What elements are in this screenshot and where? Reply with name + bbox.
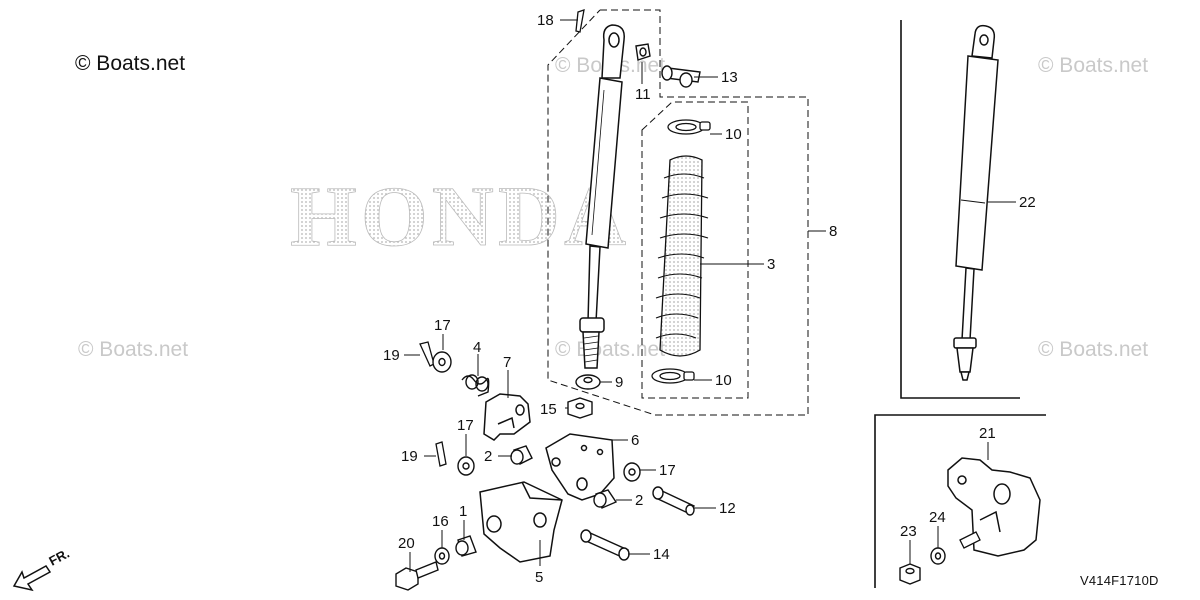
part-washer-17 bbox=[432, 351, 452, 373]
part-gas-strut-22 bbox=[953, 24, 999, 381]
copyright-notice: © Boats.net bbox=[75, 52, 186, 75]
honda-logo-watermark: HONDA bbox=[290, 168, 630, 264]
callout-6: 6 bbox=[631, 432, 639, 449]
part-gas-strut bbox=[579, 24, 625, 369]
callout-20: 20 bbox=[398, 535, 415, 552]
callout-1: 1 bbox=[459, 503, 467, 520]
callout-14: 14 bbox=[653, 546, 670, 563]
callout-13: 13 bbox=[721, 69, 738, 86]
callout-11: 11 bbox=[635, 86, 651, 103]
callout-8: 8 bbox=[829, 223, 837, 240]
part-collar-1 bbox=[455, 535, 477, 557]
callout-21: 21 bbox=[979, 425, 996, 442]
part-cotter-pin-19b bbox=[435, 441, 447, 467]
callout-labels: 18 11 13 10 8 3 22 17 19 4 7 9 15 10 17 … bbox=[383, 12, 1036, 586]
part-washer-16 bbox=[434, 547, 450, 565]
callout-23: 23 bbox=[900, 523, 917, 540]
part-nut-23 bbox=[899, 563, 921, 585]
part-pin-14 bbox=[580, 529, 630, 561]
part-bracket-7 bbox=[483, 393, 531, 441]
part-cotter-pin-19 bbox=[419, 341, 435, 367]
callout-5: 5 bbox=[535, 569, 543, 586]
front-direction-arrow: FR. bbox=[12, 546, 72, 592]
part-washer-17c bbox=[623, 462, 641, 482]
part-nut-11 bbox=[635, 43, 651, 61]
callout-17b: 17 bbox=[457, 417, 474, 434]
callout-2b: 2 bbox=[635, 492, 643, 509]
callout-3: 3 bbox=[767, 256, 775, 273]
watermark: © Boats.net bbox=[78, 338, 189, 361]
watermark: © Boats.net bbox=[1038, 338, 1149, 361]
callout-19: 19 bbox=[383, 347, 400, 364]
part-collar-2 bbox=[510, 445, 533, 465]
leader-lines bbox=[404, 19, 1016, 572]
direction-label: FR. bbox=[46, 546, 72, 569]
part-nut-15 bbox=[567, 397, 593, 419]
part-pin-13 bbox=[661, 65, 701, 88]
callout-17: 17 bbox=[434, 317, 451, 334]
panel-border bbox=[874, 20, 1046, 588]
callout-24: 24 bbox=[929, 509, 946, 526]
part-collar-2b bbox=[593, 489, 618, 509]
callout-22: 22 bbox=[1019, 194, 1036, 211]
callout-9: 9 bbox=[615, 374, 623, 391]
callout-10b: 10 bbox=[715, 372, 732, 389]
callout-19b: 19 bbox=[401, 448, 418, 465]
part-nut-9 bbox=[575, 374, 601, 390]
callout-4: 4 bbox=[473, 339, 481, 356]
watermark: © Boats.net bbox=[555, 338, 666, 361]
part-spring-4 bbox=[461, 374, 490, 397]
callout-18: 18 bbox=[537, 12, 554, 29]
part-stud bbox=[959, 531, 981, 549]
callout-16: 16 bbox=[432, 513, 449, 530]
callout-7: 7 bbox=[503, 354, 511, 371]
callout-17c: 17 bbox=[659, 462, 676, 479]
part-washer-24 bbox=[930, 547, 946, 565]
part-bolt-20 bbox=[395, 561, 439, 591]
part-bracket-21 bbox=[947, 457, 1041, 557]
callout-15: 15 bbox=[540, 401, 557, 418]
part-bracket-5 bbox=[479, 481, 563, 563]
watermark: © Boats.net bbox=[1038, 54, 1149, 77]
diagram-code: V414F1710D bbox=[1080, 573, 1159, 588]
assembly-outline bbox=[547, 9, 809, 416]
callout-2: 2 bbox=[484, 448, 492, 465]
part-pin-12 bbox=[652, 486, 695, 516]
part-bellows-boot bbox=[651, 119, 711, 384]
part-cotter-pin bbox=[575, 9, 585, 33]
callout-10: 10 bbox=[725, 126, 742, 143]
part-bracket-6 bbox=[545, 433, 615, 501]
part-washer-17b bbox=[457, 456, 475, 476]
callout-12: 12 bbox=[719, 500, 736, 517]
